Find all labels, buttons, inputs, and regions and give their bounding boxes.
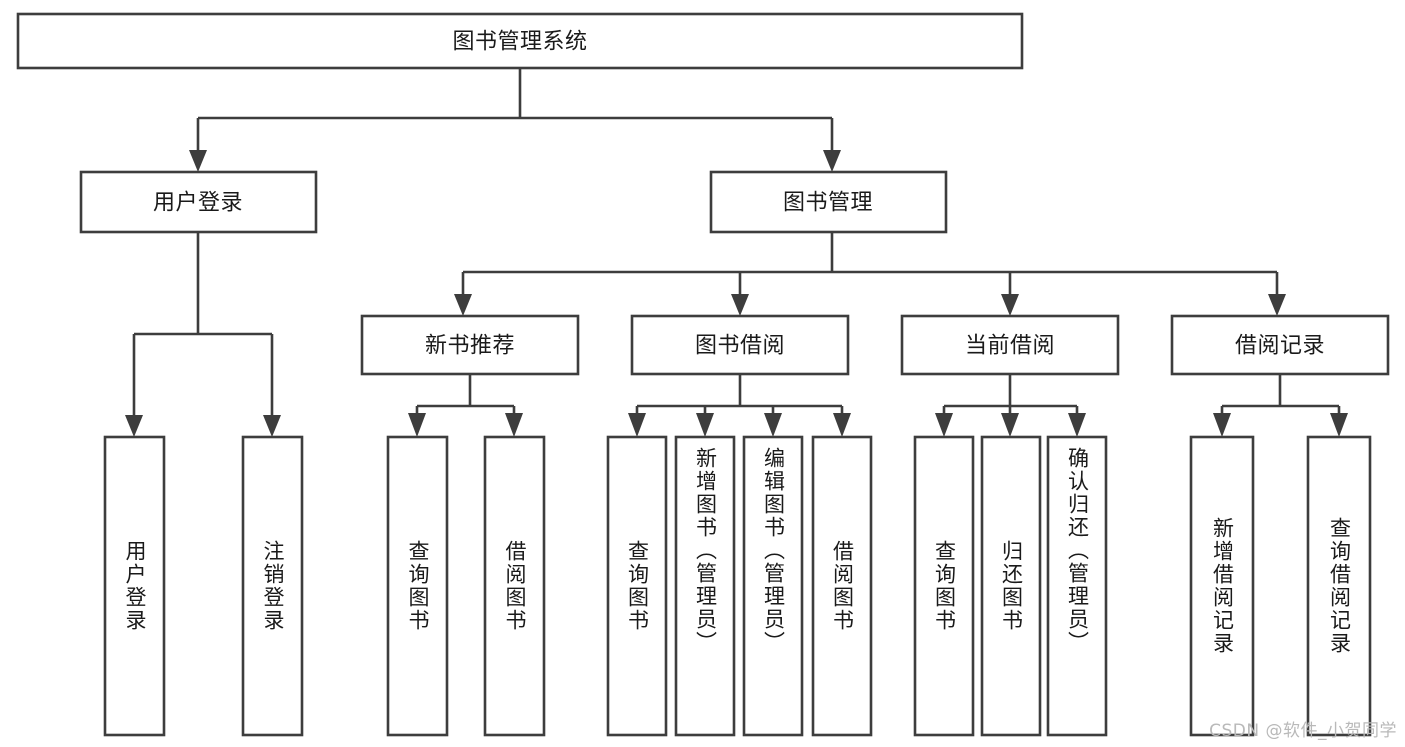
- arrow-head-book-manage: [823, 150, 841, 172]
- arrow-head-current-borrow: [1001, 294, 1019, 316]
- arrow-head-leaf-borrow-book-2: [833, 413, 851, 437]
- node-current-borrow[interactable]: 当前借阅: [900, 314, 1120, 376]
- edge-group-book-borrow-to-leaves: [628, 374, 851, 437]
- arrow-head-leaf-query-record: [1330, 413, 1348, 437]
- arrow-head-borrow-record: [1268, 294, 1286, 316]
- arrow-head-leaf-add-record: [1213, 413, 1231, 437]
- node-borrow-record-label: 借阅记录: [1235, 334, 1325, 359]
- node-root[interactable]: 图书管理系统: [16, 12, 1024, 70]
- node-new-book-rec-label: 新书推荐: [425, 334, 515, 359]
- node-leaf-edit-book-box[interactable]: [742, 435, 804, 737]
- csdn-watermark: CSDN @软件_小贺同学: [1209, 721, 1397, 741]
- arrow-head-leaf-borrow-book-1: [505, 413, 523, 437]
- node-leaf-return-book-box[interactable]: [980, 435, 1042, 737]
- node-book-manage-box[interactable]: [709, 170, 948, 234]
- node-borrow-record-box[interactable]: [1170, 314, 1390, 376]
- node-new-book-rec-box[interactable]: [360, 314, 580, 376]
- node-leaf-add-record-box[interactable]: [1189, 435, 1255, 737]
- arrow-head-user-login: [189, 150, 207, 172]
- node-book-borrow-label: 图书借阅: [695, 334, 785, 359]
- edge-group-book-manage-to-level3: [454, 232, 1286, 316]
- node-book-borrow[interactable]: 图书借阅: [630, 314, 850, 376]
- arrow-head-leaf-query-book-1: [408, 413, 426, 437]
- arrow-head-leaf-query-book-2: [628, 413, 646, 437]
- node-new-book-rec[interactable]: 新书推荐: [360, 314, 580, 376]
- arrow-head-leaf-confirm-return: [1068, 413, 1086, 437]
- arrow-head-new-book-rec: [454, 294, 472, 316]
- node-leaf-query-book-1-box[interactable]: [386, 435, 449, 737]
- arrow-head-leaf-add-book: [696, 413, 714, 437]
- node-user-login-label: 用户登录: [153, 191, 243, 216]
- edge-group-new-book-rec-to-leaves: [408, 374, 523, 437]
- node-leaf-query-book-3-box[interactable]: [913, 435, 975, 737]
- arrow-head-leaf-user-login: [125, 415, 143, 437]
- node-root-box[interactable]: [16, 12, 1024, 70]
- edge-group-current-borrow-to-leaves: [935, 374, 1086, 437]
- node-borrow-record[interactable]: 借阅记录: [1170, 314, 1390, 376]
- node-user-login[interactable]: 用户登录: [79, 170, 318, 234]
- node-leaf-query-book-2-box[interactable]: [606, 435, 668, 737]
- edge-group-root-to-level2: [189, 68, 841, 172]
- node-leaf-logout-box[interactable]: [241, 435, 304, 737]
- node-leaf-query-record-box[interactable]: [1306, 435, 1372, 737]
- node-leaf-confirm-return-box[interactable]: [1046, 435, 1108, 737]
- arrow-head-book-borrow: [731, 294, 749, 316]
- node-leaf-user-login-box[interactable]: [103, 435, 166, 737]
- node-book-manage-label: 图书管理: [783, 191, 873, 216]
- arrow-head-leaf-return-book: [1001, 413, 1019, 437]
- node-user-login-box[interactable]: [79, 170, 318, 234]
- node-book-manage[interactable]: 图书管理: [709, 170, 948, 234]
- node-leaf-add-book-box[interactable]: [674, 435, 736, 737]
- arrow-head-leaf-logout: [263, 415, 281, 437]
- node-leaf-borrow-book-2-box[interactable]: [811, 435, 873, 737]
- node-current-borrow-box[interactable]: [900, 314, 1120, 376]
- arrow-head-leaf-edit-book: [764, 413, 782, 437]
- node-book-borrow-box[interactable]: [630, 314, 850, 376]
- node-root-label: 图书管理系统: [452, 30, 587, 55]
- node-leaf-borrow-book-1-box[interactable]: [483, 435, 546, 737]
- edge-group-user-login-to-leaves: [125, 232, 281, 437]
- arrow-head-leaf-query-book-3: [935, 413, 953, 437]
- node-current-borrow-label: 当前借阅: [965, 334, 1055, 359]
- edge-group-borrow-record-to-leaves: [1213, 374, 1348, 437]
